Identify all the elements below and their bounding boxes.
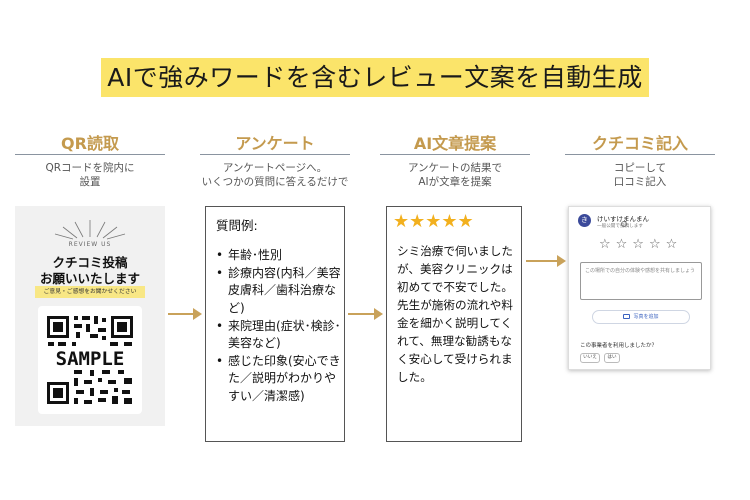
review-us-label: REVIEW US [68, 241, 112, 248]
arrow-head [374, 308, 383, 320]
step-divider [380, 154, 530, 155]
add-photo-button[interactable]: 写真を追加 [592, 310, 690, 324]
sunburst-icon [54, 220, 126, 240]
step-desc-line: アンケートの結果で [407, 162, 503, 174]
info-icon[interactable]: i [621, 221, 627, 227]
poster-title-line1: クチコミ投稿 [52, 255, 128, 270]
flow-arrow [526, 255, 566, 267]
rating-stars: ★★★★★ [393, 211, 474, 232]
step-desc-line: コピーして [613, 162, 667, 174]
no-button[interactable]: いいえ [580, 353, 600, 363]
step-desc-line: 口コミ記入 [613, 176, 667, 188]
main-title: AIで強みワードを含むレビュー文案を自動生成 [101, 58, 649, 97]
post-visibility: 一般公開で投稿します [597, 224, 643, 229]
step-divider [15, 154, 165, 155]
qr-code[interactable]: SAMPLE [38, 306, 142, 414]
step-desc-line: 設置 [79, 176, 101, 188]
camera-icon [623, 314, 631, 319]
review-textarea[interactable]: この場所での自分の体験や感想を共有しましょう [580, 262, 702, 300]
step-desc-qr: QRコードを院内に 設置 [10, 161, 170, 189]
arrow-shaft [168, 313, 194, 315]
review-form-card: き けいすけまんまん 一般公開で投稿します i ☆☆☆☆☆ この場所での自分の体… [568, 206, 711, 370]
step-desc-line: いくつかの質問に答えるだけで [201, 176, 349, 188]
add-photo-label: 写真を追加 [633, 314, 659, 320]
step-desc-review: コピーして 口コミ記入 [560, 161, 720, 189]
ai-suggestion-card: ★★★★★ シミ治療で伺いましたが、美容クリニックは初めてで不安でした。先生が施… [386, 206, 522, 442]
title-wrap: AIで強みワードを含むレビュー文案を自動生成 [0, 58, 750, 97]
reviewer-name: けいすけまんまん [597, 215, 649, 223]
list-item: 年齢･性別 [216, 247, 342, 264]
step-desc-survey: アンケートページへ。 いくつかの質問に答えるだけで [195, 161, 355, 189]
poster-title-line2: お願いいたします [39, 271, 140, 286]
list-item: 来院理由(症状･検診･美容など) [216, 318, 342, 352]
qr-code-icon: SAMPLE [44, 316, 136, 404]
step-divider [200, 154, 350, 155]
qr-poster-card: REVIEW US クチコミ投稿 お願いいたします ご意見・ご感想をお聞かせくだ… [15, 206, 165, 426]
poster-band: ご意見・ご感想をお聞かせください [35, 286, 145, 298]
step-head-ai: AI文章提案 [413, 134, 497, 153]
step-head-survey: アンケート [235, 134, 315, 153]
step-head-qr: QR読取 [61, 134, 119, 153]
step-desc-ai: アンケートの結果で AIが文章を提案 [375, 161, 535, 189]
step-desc-line: QRコードを院内に [45, 162, 135, 174]
step-desc-line: AIが文章を提案 [418, 176, 492, 188]
star-rating-input[interactable]: ☆☆☆☆☆ [599, 237, 683, 252]
arrow-head [557, 255, 566, 267]
arrow-shaft [526, 260, 558, 262]
yes-button[interactable]: はい [604, 353, 620, 363]
avatar: き [578, 214, 591, 227]
step-head-review: クチコミ記入 [591, 134, 688, 153]
step-desc-line: アンケートページへ。 [222, 162, 328, 174]
list-item: 診療内容(内科／美容皮膚科／歯科治療など) [216, 265, 342, 317]
arrow-shaft [348, 313, 375, 315]
flow-arrow [168, 308, 202, 320]
flow-arrow [348, 308, 383, 320]
survey-title: 質問例: [216, 218, 258, 233]
suggested-review-text: シミ治療で伺いましたが、美容クリニックは初めてで不安でした。先生が施術の流れや料… [397, 244, 513, 384]
qr-sample-text: SAMPLE [56, 348, 125, 370]
list-item: 感じた印象(安心できた／説明がわかりやすい／清潔感) [216, 353, 342, 405]
step-divider [565, 154, 715, 155]
arrow-head [193, 308, 202, 320]
survey-card: 質問例: 年齢･性別 診療内容(内科／美容皮膚科／歯科治療など) 来院理由(症状… [205, 206, 345, 442]
visited-question: この事業者を利用しましたか？ [580, 343, 658, 349]
survey-list: 年齢･性別 診療内容(内科／美容皮膚科／歯科治療など) 来院理由(症状･検診･美… [216, 247, 342, 406]
